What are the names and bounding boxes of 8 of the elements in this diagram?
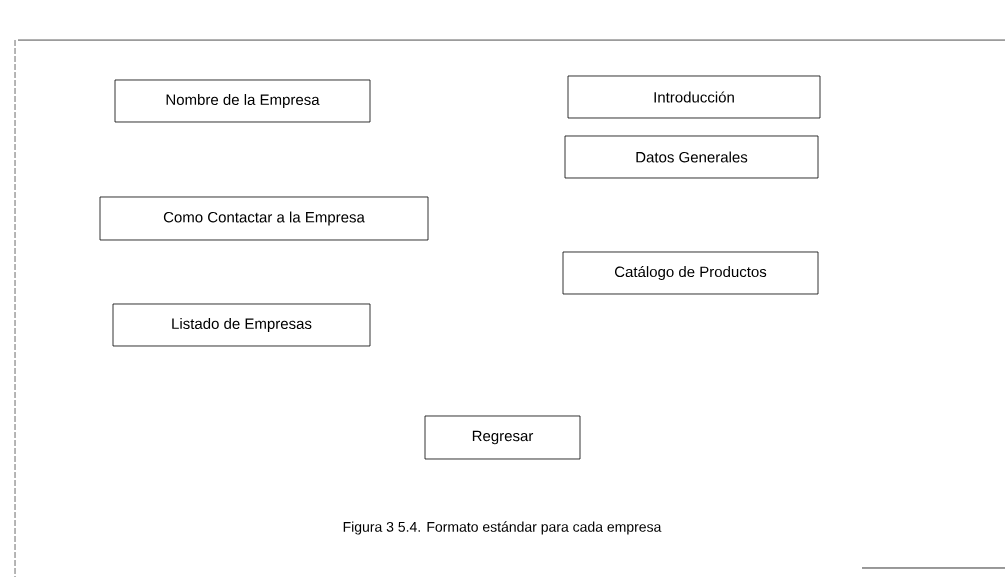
menu-box: Regresar xyxy=(424,415,581,460)
menu-box: Datos Generales xyxy=(564,135,819,179)
caption: Figura 3 5.4. Formato estándar para cada empresa xyxy=(343,521,662,535)
menu-box: Como Contactar a la Empresa xyxy=(99,196,429,241)
menu-box: Listado de Empresas xyxy=(112,303,371,347)
menu-box: Catálogo de Productos xyxy=(562,251,819,295)
menu-box: Introducción xyxy=(567,75,821,119)
menu-box: Nombre de la Empresa xyxy=(114,79,371,123)
